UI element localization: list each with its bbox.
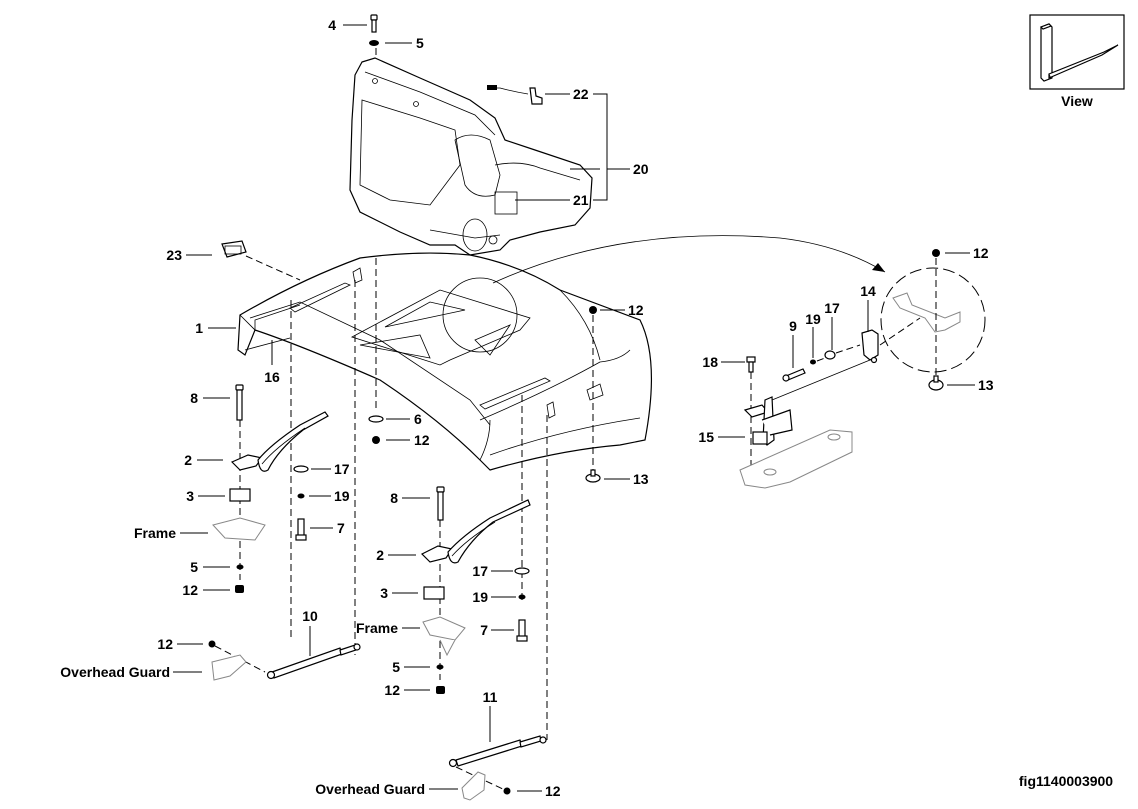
washer-5-left bbox=[236, 564, 244, 570]
callout-5: 5 bbox=[416, 35, 424, 51]
callout-2-middle: 2 bbox=[376, 547, 384, 563]
callout-12-left: 12 bbox=[182, 582, 198, 598]
overhead-guard-bracket-left bbox=[211, 654, 247, 681]
callout-5-left: 5 bbox=[190, 559, 198, 575]
forklift-fork-icon bbox=[1039, 23, 1119, 82]
callout-17-middle: 17 bbox=[472, 563, 488, 579]
view-label: View bbox=[1061, 93, 1093, 109]
nut-12-hood bbox=[589, 306, 597, 314]
lockwasher-19-left bbox=[297, 493, 305, 499]
frame-bracket-left bbox=[212, 517, 266, 541]
callout-12-detail: 12 bbox=[973, 245, 989, 261]
washer-17-detail bbox=[824, 350, 836, 360]
bolt-7-middle bbox=[516, 619, 528, 642]
callout-2-left: 2 bbox=[184, 452, 192, 468]
seat-switch-harness-22 bbox=[487, 85, 543, 105]
bolt-8-middle bbox=[436, 486, 445, 521]
callout-21: 21 bbox=[573, 192, 589, 208]
washer-5 bbox=[369, 40, 379, 46]
washer-17-left bbox=[293, 465, 309, 473]
callout-9: 9 bbox=[789, 318, 797, 334]
seat-assembly bbox=[349, 14, 593, 256]
cap-23 bbox=[221, 240, 247, 258]
hinge-group-left bbox=[212, 384, 329, 593]
nut-12-strut-bottom bbox=[503, 787, 511, 795]
callout-18: 18 bbox=[702, 354, 718, 370]
view-inset: View bbox=[1029, 14, 1125, 109]
callout-17-left: 17 bbox=[334, 461, 350, 477]
callout-5-middle: 5 bbox=[392, 659, 400, 675]
callout-8-middle: 8 bbox=[390, 490, 398, 506]
bolt-18 bbox=[746, 356, 756, 373]
frame-bracket-middle bbox=[422, 616, 466, 641]
callout-3-left: 3 bbox=[186, 488, 194, 504]
callout-8-left: 8 bbox=[190, 390, 198, 406]
gas-strut-10 bbox=[266, 643, 361, 680]
hood-panel bbox=[237, 235, 886, 471]
callout-22: 22 bbox=[573, 86, 589, 102]
latch-15 bbox=[743, 396, 793, 446]
screw-4 bbox=[370, 14, 378, 33]
callout-19-detail: 19 bbox=[805, 311, 821, 327]
latch-detail bbox=[739, 249, 986, 489]
nut-12-strut-left bbox=[208, 640, 216, 648]
hinge-2-middle bbox=[420, 499, 531, 564]
bumper-13-detail bbox=[928, 375, 944, 391]
washer-6 bbox=[368, 415, 384, 423]
callout-12-strut-left: 12 bbox=[157, 636, 173, 652]
callout-10: 10 bbox=[302, 608, 318, 624]
callout-12-under-hood: 12 bbox=[414, 432, 430, 448]
washer-17-middle bbox=[514, 567, 530, 575]
callout-23: 23 bbox=[166, 247, 182, 263]
label-overhead-guard-bottom: Overhead Guard bbox=[315, 781, 425, 797]
callout-13-hood: 13 bbox=[633, 471, 649, 487]
callout-14: 14 bbox=[860, 283, 876, 299]
washer-5-middle bbox=[436, 664, 444, 670]
figure-id: fig1140003900 bbox=[1019, 773, 1113, 789]
callout-6: 6 bbox=[414, 411, 422, 427]
callout-13-detail: 13 bbox=[978, 377, 994, 393]
label-frame-left: Frame bbox=[134, 525, 176, 541]
callout-20: 20 bbox=[633, 161, 649, 177]
callout-16: 16 bbox=[264, 369, 280, 385]
callout-19-left: 19 bbox=[334, 488, 350, 504]
nut-12-middle bbox=[436, 686, 445, 694]
bolt-9 bbox=[782, 368, 806, 382]
lockwasher-19-middle bbox=[518, 594, 526, 600]
nut-12-detail bbox=[932, 249, 940, 257]
lockwasher-19-detail bbox=[810, 359, 816, 365]
hinge-group-middle bbox=[420, 486, 531, 694]
callout-12-middle: 12 bbox=[384, 682, 400, 698]
callout-19-middle: 19 bbox=[472, 589, 488, 605]
bolt-8-left bbox=[235, 384, 244, 421]
callout-15: 15 bbox=[698, 429, 714, 445]
callout-1: 1 bbox=[195, 320, 203, 336]
callout-3-middle: 3 bbox=[380, 585, 388, 601]
callout-12-hood-right: 12 bbox=[628, 302, 644, 318]
gas-strut-11 bbox=[448, 735, 547, 768]
callout-7-left: 7 bbox=[337, 520, 345, 536]
block-3-middle bbox=[423, 586, 445, 600]
callout-4: 4 bbox=[328, 17, 336, 33]
overhead-guard-bracket-bottom bbox=[461, 771, 486, 801]
label-frame-middle: Frame bbox=[356, 620, 398, 636]
callout-7-middle: 7 bbox=[480, 622, 488, 638]
callout-11: 11 bbox=[483, 689, 498, 705]
label-overhead-guard-left: Overhead Guard bbox=[60, 664, 170, 680]
detail-circle bbox=[880, 267, 986, 373]
hinge-2-left bbox=[230, 411, 329, 472]
bumper-13-hood bbox=[585, 469, 601, 483]
nut-12-left bbox=[235, 585, 244, 593]
callout-17-detail: 17 bbox=[824, 300, 840, 316]
callout-12-strut-bottom: 12 bbox=[545, 783, 561, 799]
nut-12-under-hood bbox=[372, 436, 380, 444]
bolt-7-left bbox=[295, 518, 307, 541]
block-3-left bbox=[229, 488, 251, 502]
bracket-14 bbox=[861, 329, 879, 361]
